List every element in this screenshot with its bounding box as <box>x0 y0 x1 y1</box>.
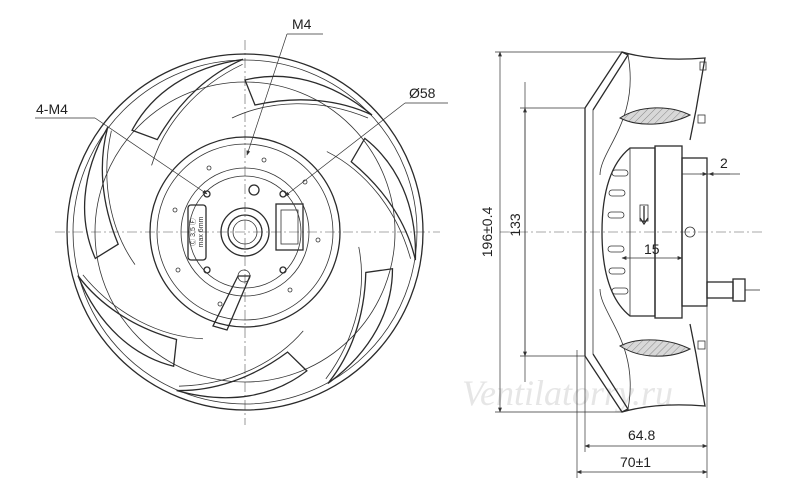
label-center-thread: M4 <box>292 16 312 32</box>
plate-text-2: max 6mm <box>198 216 205 247</box>
label-mount-holes: 4-M4 <box>36 101 68 117</box>
dim-total-depth: 70±1 <box>620 454 651 470</box>
side-view: 196±0.4 133 2 15 64.8 70±1 <box>479 51 765 478</box>
label-bolt-circle: Ø58 <box>409 85 436 101</box>
cable-exit <box>212 275 251 331</box>
dim-hub-depth: 15 <box>644 241 660 257</box>
dim-offset: 2 <box>720 155 728 171</box>
impeller-outer-ring <box>66 53 424 411</box>
impeller-blades <box>59 32 447 427</box>
plate-text-1: Ⓒ 3.5 Ⓕ <box>189 218 197 246</box>
cable-gland <box>706 281 734 299</box>
motor-body <box>601 147 656 317</box>
motor-hub-outer <box>149 136 341 328</box>
shaft-outer <box>220 207 270 257</box>
dim-body-depth: 64.8 <box>628 427 655 443</box>
dim-outer-diameter: 196±0.4 <box>479 207 495 258</box>
dim-inner-diameter: 133 <box>507 213 523 237</box>
blade-section-bottom <box>618 339 692 357</box>
blade-section-top <box>618 107 692 125</box>
watermark: Ventilatorry.ru <box>462 373 673 413</box>
connector-box <box>275 203 304 251</box>
front-view: Ⓒ 3.5 Ⓕ max 6mm 4-M4 M4 Ø58 <box>35 16 448 427</box>
rating-plate <box>187 204 207 261</box>
